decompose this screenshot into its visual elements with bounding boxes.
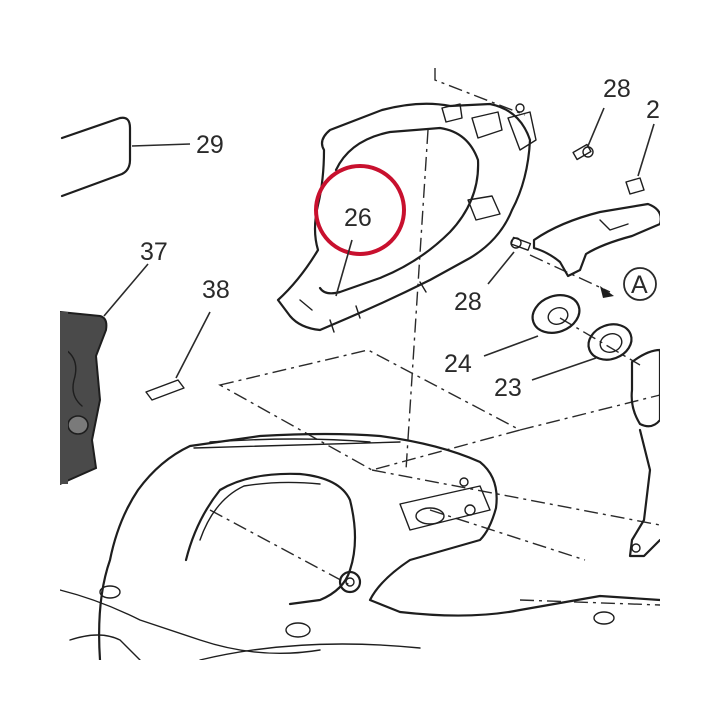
main-frame-bolt-center <box>345 577 355 587</box>
callout-24: 24 <box>444 350 472 378</box>
leader-28-upper <box>587 107 605 147</box>
leader-2 <box>637 123 655 177</box>
guide-line-bolt <box>209 509 351 586</box>
screw-lower-head <box>510 237 522 249</box>
part-28-screw-upper <box>572 143 594 161</box>
part-29-panel <box>60 116 132 198</box>
main-frame-outline <box>98 432 662 662</box>
washer-23-outer <box>587 323 633 361</box>
callout-29: 29 <box>196 131 224 159</box>
bracket-arm <box>532 202 662 278</box>
crop-mask-bottom <box>0 660 720 720</box>
washer-24-inner <box>547 307 569 325</box>
callout-28-upper: 28 <box>603 75 631 103</box>
guide-box-floor <box>218 349 522 471</box>
main-frame <box>59 432 662 662</box>
main-frame-slot <box>399 485 491 531</box>
part-38-outline <box>145 379 185 401</box>
guide-line-bottom <box>519 599 661 606</box>
main-frame-base-curve <box>59 589 321 655</box>
crop-mask-right <box>660 0 720 720</box>
washer-23-inner <box>599 333 623 353</box>
callout-28-lower: 28 <box>454 288 482 316</box>
leader-38 <box>175 311 211 379</box>
arrow-to-A <box>600 267 657 301</box>
callout-26-highlight-ring <box>314 164 406 256</box>
guide-line-right-upper <box>519 394 661 431</box>
main-frame-small-hole <box>464 504 476 516</box>
right-mount-lower <box>628 428 662 558</box>
crop-mask-left <box>0 0 60 720</box>
washer-24-outer <box>531 294 581 334</box>
guide-line-frame <box>429 509 586 561</box>
part-26-hole <box>515 103 525 113</box>
right-mount-upper <box>630 348 662 428</box>
mount-foot-center <box>285 622 311 638</box>
part-2-spacer <box>625 177 645 195</box>
main-frame-slot-hole <box>415 507 445 525</box>
part-26-inner-outline <box>318 126 480 295</box>
screw-upper-head <box>582 146 594 158</box>
callout-2-partial: 2 <box>646 96 660 124</box>
leader-26 <box>335 239 353 297</box>
part-24-washer <box>531 294 581 334</box>
mount-foot-right <box>593 611 615 625</box>
callout-labels: 29 37 38 26 28 28 2 24 23 A <box>140 75 660 402</box>
callout-37: 37 <box>140 238 168 266</box>
part-29-outline <box>60 116 132 198</box>
guide-line-arrow-A <box>529 254 611 293</box>
main-frame-left-edge <box>69 634 141 661</box>
part-26-tabs <box>299 281 427 333</box>
leader-24 <box>483 335 539 357</box>
callout-leaders <box>103 107 655 381</box>
part-37-contour <box>65 349 83 407</box>
leader-29 <box>131 143 191 147</box>
callout-A: A <box>631 271 648 299</box>
bracket-arm-outline <box>532 202 662 278</box>
guide-line-top <box>434 68 526 116</box>
part-37-side-cover <box>59 310 108 486</box>
reference-A-circle <box>623 267 657 301</box>
callout-38: 38 <box>202 276 230 304</box>
part-26-inner-shroud <box>276 102 537 333</box>
leader-28-lower <box>487 251 515 285</box>
guide-line-vertical <box>405 129 429 471</box>
part-26-outer-outline <box>276 102 532 332</box>
leader-23 <box>531 357 597 381</box>
arrow-head-A <box>600 286 614 298</box>
leader-37 <box>103 263 149 317</box>
main-frame-window-inner <box>199 481 321 541</box>
part-26-clip-top <box>441 103 503 139</box>
main-frame-top-hole <box>459 477 469 487</box>
part-28-screw-lower <box>510 236 532 251</box>
callout-26: 26 <box>344 204 372 232</box>
guide-line-right-lower <box>371 469 661 526</box>
right-mount <box>628 348 662 558</box>
spacer-outline <box>625 177 645 195</box>
part-38-decal <box>145 379 185 401</box>
main-frame-bottom-edge <box>199 643 421 661</box>
part-26-clip-mid <box>467 195 501 221</box>
mount-foot-left <box>99 585 121 599</box>
bracket-arm-detail <box>599 219 629 231</box>
main-frame-bolt <box>338 570 362 594</box>
part-37-edge-fill <box>60 312 68 484</box>
main-frame-window <box>184 472 357 606</box>
right-mount-hole <box>631 543 641 553</box>
main-frame-top-rim <box>193 438 401 449</box>
callout-23: 23 <box>494 374 522 402</box>
part-37-mount-hole <box>67 415 89 435</box>
part-26-bracket <box>507 111 537 151</box>
part-23-washer <box>587 323 633 361</box>
